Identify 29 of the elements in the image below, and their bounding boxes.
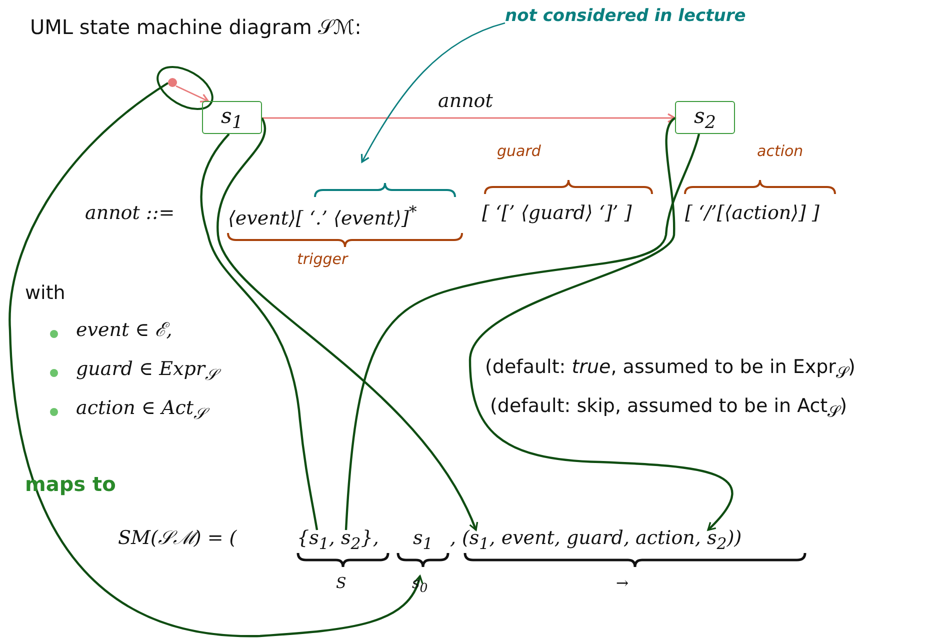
annotation-text: guard bbox=[497, 142, 541, 160]
note-text: (default: skip, assumed to be in Act$_{𝒮}$) bbox=[490, 395, 848, 421]
formula-text: {s$_{1}$, s$_{2}$}, bbox=[297, 527, 379, 553]
grammar-text: ⟨event⟩[ ‘.’ ⟨event⟩]$^{*}$ bbox=[228, 202, 417, 230]
annotation-text: trigger bbox=[297, 250, 348, 268]
transition-arrow bbox=[361, 22, 506, 163]
grammar-text: [ ‘/’[⟨action⟩] ] bbox=[685, 202, 820, 225]
annotation-text: action bbox=[757, 142, 804, 160]
note-text: (default: true, assumed to be in Expr$_{𝒮}$) bbox=[485, 356, 856, 382]
annotation-arrow bbox=[468, 117, 733, 531]
grammar-text: annot ::= bbox=[85, 202, 175, 225]
annotation-arrow bbox=[216, 118, 478, 531]
transition-arrow bbox=[176, 85, 209, 102]
body-text: with bbox=[25, 282, 66, 305]
formula-text: , bbox=[450, 527, 456, 550]
annotation-arrow bbox=[8, 82, 423, 638]
grammar-text: [ ‘[’ ⟨guard⟩ ‘]’ ] bbox=[482, 202, 632, 225]
formula-text: SM(𝒮ℳ) = ( bbox=[118, 527, 237, 550]
bullet-text: event ∈ ℰ, bbox=[76, 319, 172, 342]
formula-text: s$_{1}$ bbox=[413, 527, 433, 553]
state-box: s$_{2}$ bbox=[675, 101, 735, 134]
state-box: s$_{1}$ bbox=[202, 101, 262, 134]
brace-label: → bbox=[616, 574, 629, 592]
brace-label: S bbox=[336, 574, 346, 592]
transition-arrow bbox=[262, 113, 676, 123]
handwritten-note: not considered in lecture bbox=[505, 6, 775, 36]
formula-text: (s$_{1}$, event, guard, action, s$_{2}$)) bbox=[462, 527, 742, 553]
diagram-title: UML state machine diagram 𝒮ℳ: bbox=[30, 15, 362, 39]
initial-state-dot bbox=[168, 78, 177, 87]
